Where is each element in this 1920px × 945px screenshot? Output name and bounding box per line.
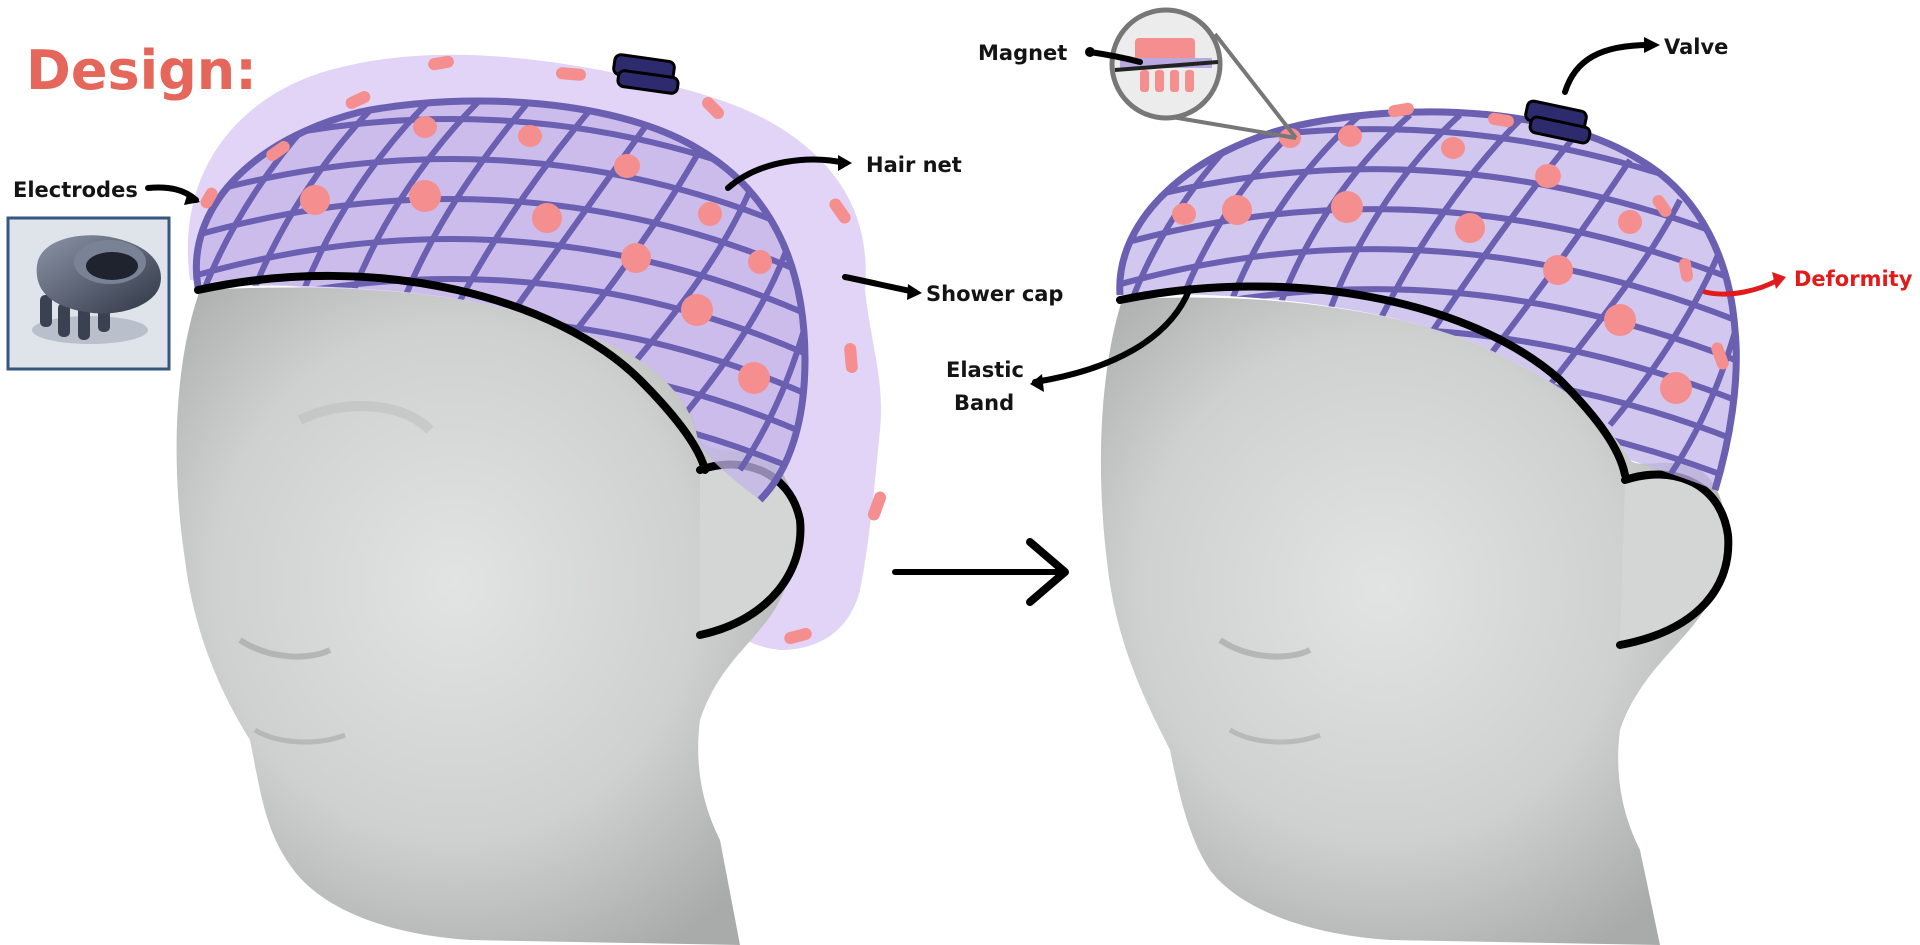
- electrode-3d-icon: [8, 218, 169, 369]
- label-band: Band: [954, 391, 1014, 415]
- label-magnet: Magnet: [978, 41, 1067, 65]
- label-valve: Valve: [1664, 35, 1728, 59]
- label-deformity: Deformity: [1794, 267, 1913, 291]
- label-shower-cap: Shower cap: [926, 282, 1063, 306]
- ear-right: [1620, 475, 1728, 645]
- page-title: Design:: [26, 39, 257, 102]
- deformity-arrowhead: [1772, 272, 1786, 289]
- label-electrodes: Electrodes: [13, 178, 138, 202]
- magnet-zoom-icon: [1112, 10, 1296, 138]
- left-head-illustration: [177, 54, 888, 945]
- label-elastic: Elastic: [946, 358, 1024, 382]
- right-head-illustration: [1100, 10, 1760, 945]
- label-hair-net: Hair net: [866, 153, 962, 177]
